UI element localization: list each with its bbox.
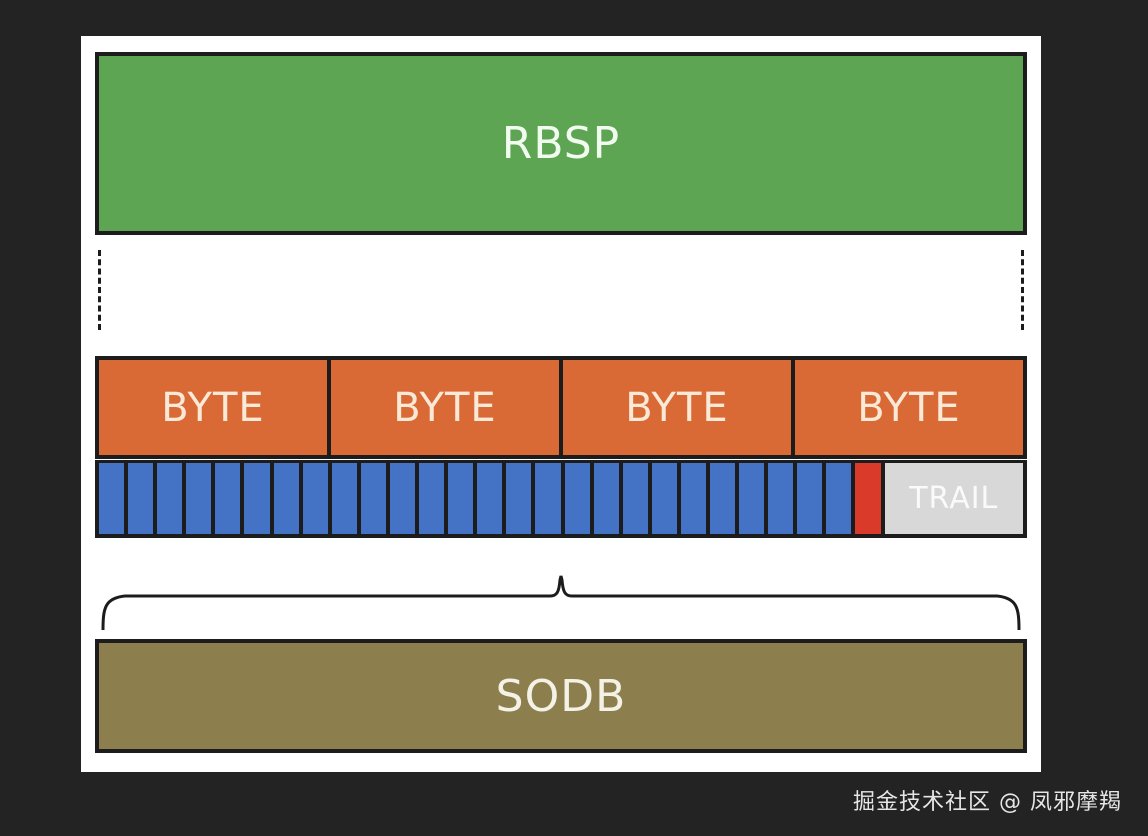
data-bit: [186, 463, 212, 534]
data-bit: [448, 463, 474, 534]
data-bit: [535, 463, 561, 534]
data-bit: [768, 463, 794, 534]
data-bit: [651, 463, 677, 534]
data-bit: [244, 463, 270, 534]
trail-label: TRAIL: [909, 481, 999, 516]
byte-cell-1: BYTE: [99, 360, 327, 455]
dashed-connector-left: [98, 250, 101, 330]
data-bit: [331, 463, 357, 534]
data-bit: [99, 463, 125, 534]
byte-label: BYTE: [857, 384, 961, 431]
dashed-connector-right: [1021, 250, 1024, 330]
data-bit: [709, 463, 736, 534]
data-bit: [797, 463, 823, 534]
diagram-card: RBSP BYTE BYTE BYTE BYTE TRAIL SODB: [81, 36, 1041, 772]
byte-cell-3: BYTE: [563, 360, 791, 455]
sodb-block: SODB: [95, 639, 1027, 753]
byte-cell-4: BYTE: [795, 360, 1023, 455]
data-bit: [157, 463, 183, 534]
data-bit: [273, 463, 299, 534]
trail-cell: TRAIL: [884, 463, 1023, 534]
data-bit: [215, 463, 241, 534]
data-bit: [739, 463, 765, 534]
bit-row: TRAIL: [95, 460, 1027, 538]
curly-brace: [101, 575, 1021, 631]
data-bit: [389, 463, 416, 534]
data-bit: [826, 463, 852, 534]
byte-label: BYTE: [161, 384, 265, 431]
byte-label: BYTE: [393, 384, 497, 431]
stop-bit: [855, 463, 881, 534]
data-bit: [680, 463, 706, 534]
byte-label: BYTE: [625, 384, 729, 431]
data-bit: [593, 463, 619, 534]
byte-row: BYTE BYTE BYTE BYTE: [95, 356, 1027, 459]
data-bit: [128, 463, 154, 534]
data-bit: [564, 463, 590, 534]
rbsp-label: RBSP: [501, 118, 621, 169]
data-bit: [506, 463, 532, 534]
data-bit: [302, 463, 328, 534]
sodb-label: SODB: [495, 670, 627, 722]
rbsp-block: RBSP: [95, 52, 1027, 235]
data-bit: [360, 463, 386, 534]
watermark-text: 掘金技术社区 @ 凤邪摩羯: [853, 790, 1122, 815]
data-bit: [622, 463, 648, 534]
data-bit: [419, 463, 445, 534]
byte-cell-2: BYTE: [331, 360, 559, 455]
data-bit: [477, 463, 503, 534]
